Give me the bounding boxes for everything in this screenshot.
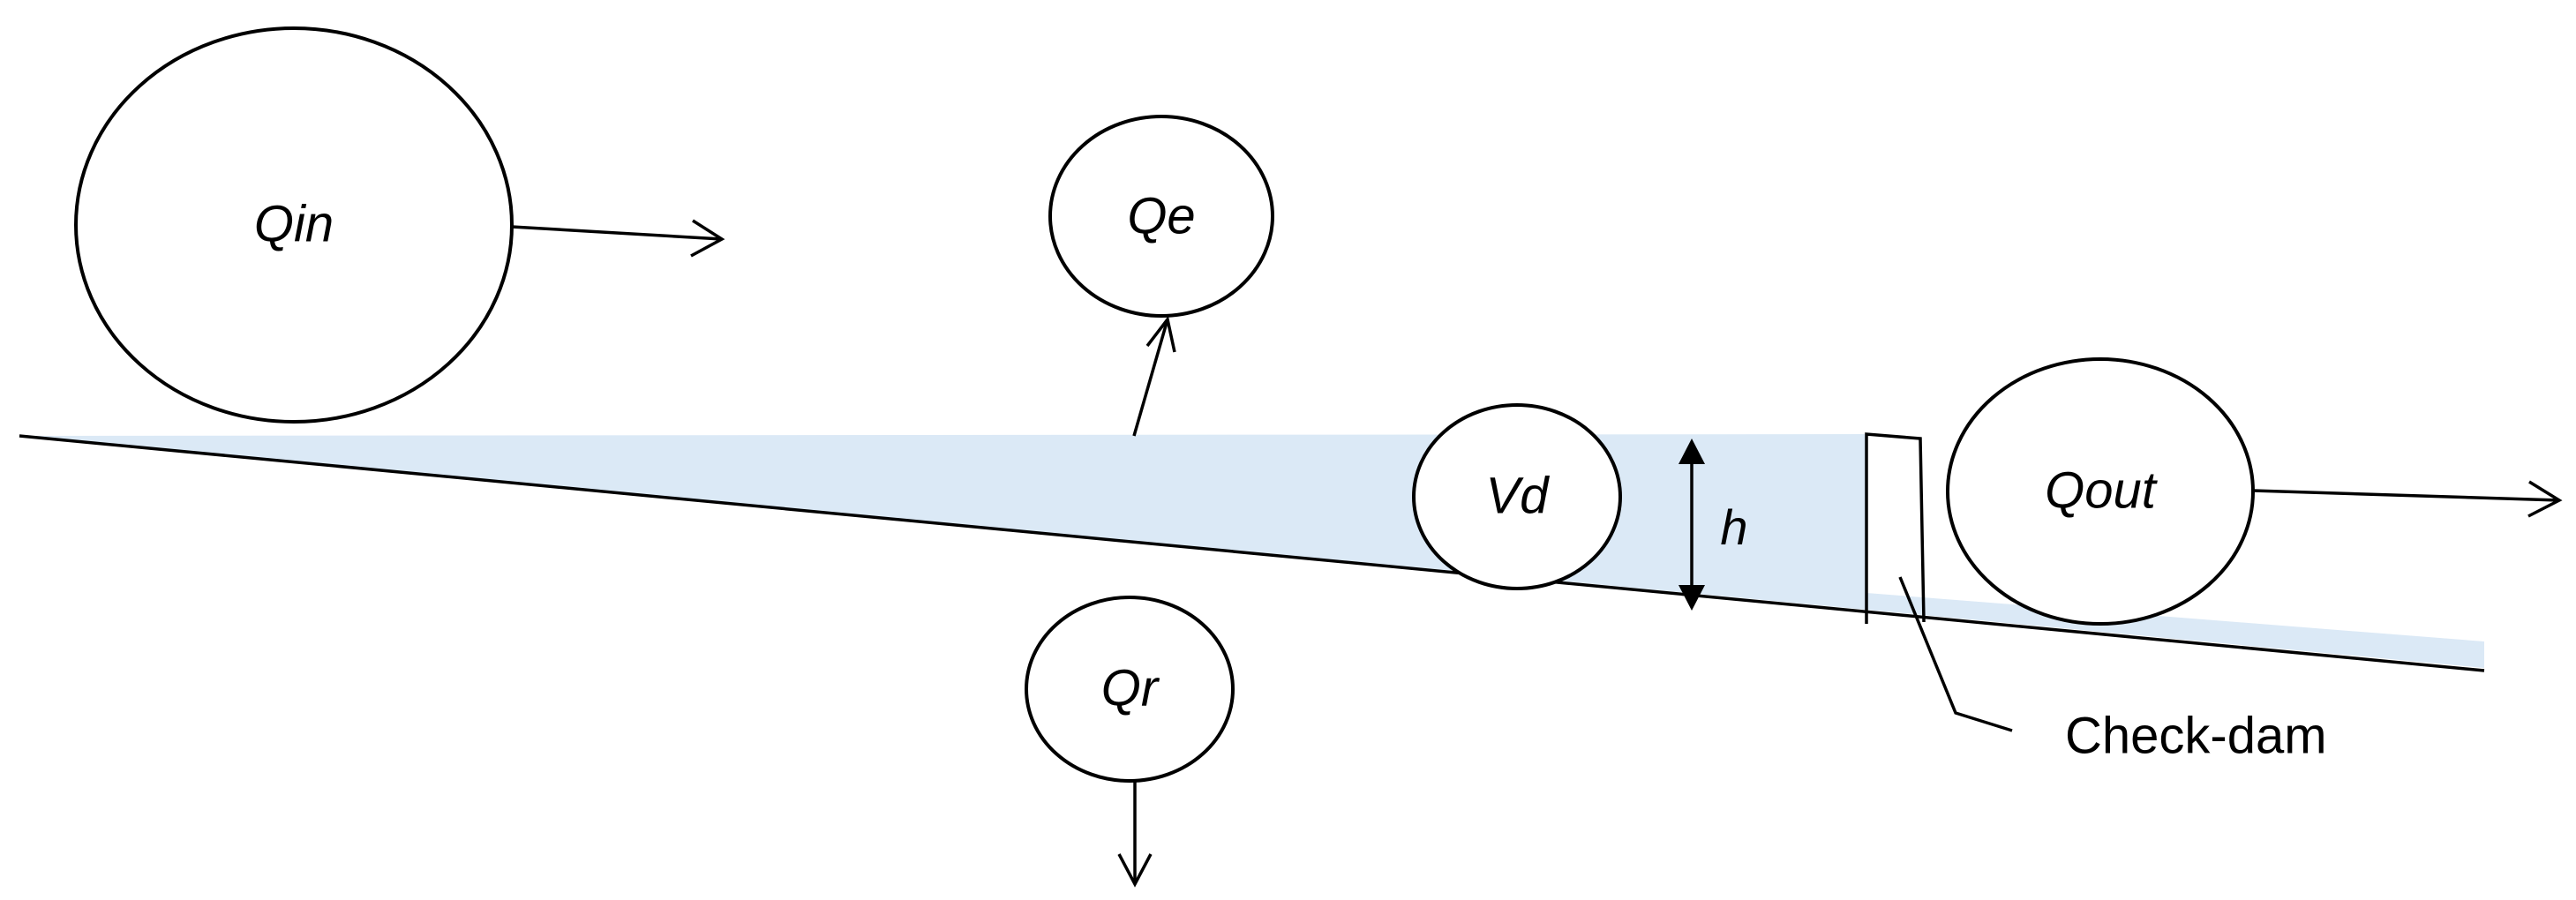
h-label: h — [1720, 499, 1747, 555]
qin-label: Qin — [254, 195, 334, 252]
qr-node: Qr — [1025, 596, 1235, 783]
check-dam-structure — [1865, 432, 1926, 624]
qe-label: Qe — [1127, 187, 1195, 244]
qout-node: Qout — [1946, 357, 2255, 626]
vd-node: Vd — [1412, 403, 1622, 590]
qr-recharge-arrow — [1117, 781, 1153, 888]
qe-node: Qe — [1048, 115, 1274, 318]
vd-label: Vd — [1486, 467, 1551, 524]
channel-bed-line — [19, 434, 2485, 672]
qout-label: Qout — [2045, 461, 2159, 519]
h-dimension-arrow — [1679, 439, 1705, 611]
water-body — [22, 434, 2484, 668]
qe-evaporation-arrow — [1132, 315, 1176, 437]
qin-outflow-arrow — [511, 219, 725, 258]
check-dam-label: Check-dam — [2065, 707, 2327, 764]
check-dam-leader-line — [1898, 576, 2013, 732]
qout-outflow-arrow — [2252, 480, 2563, 518]
qr-label: Qr — [1101, 659, 1160, 716]
qin-node: Qin — [74, 26, 514, 424]
